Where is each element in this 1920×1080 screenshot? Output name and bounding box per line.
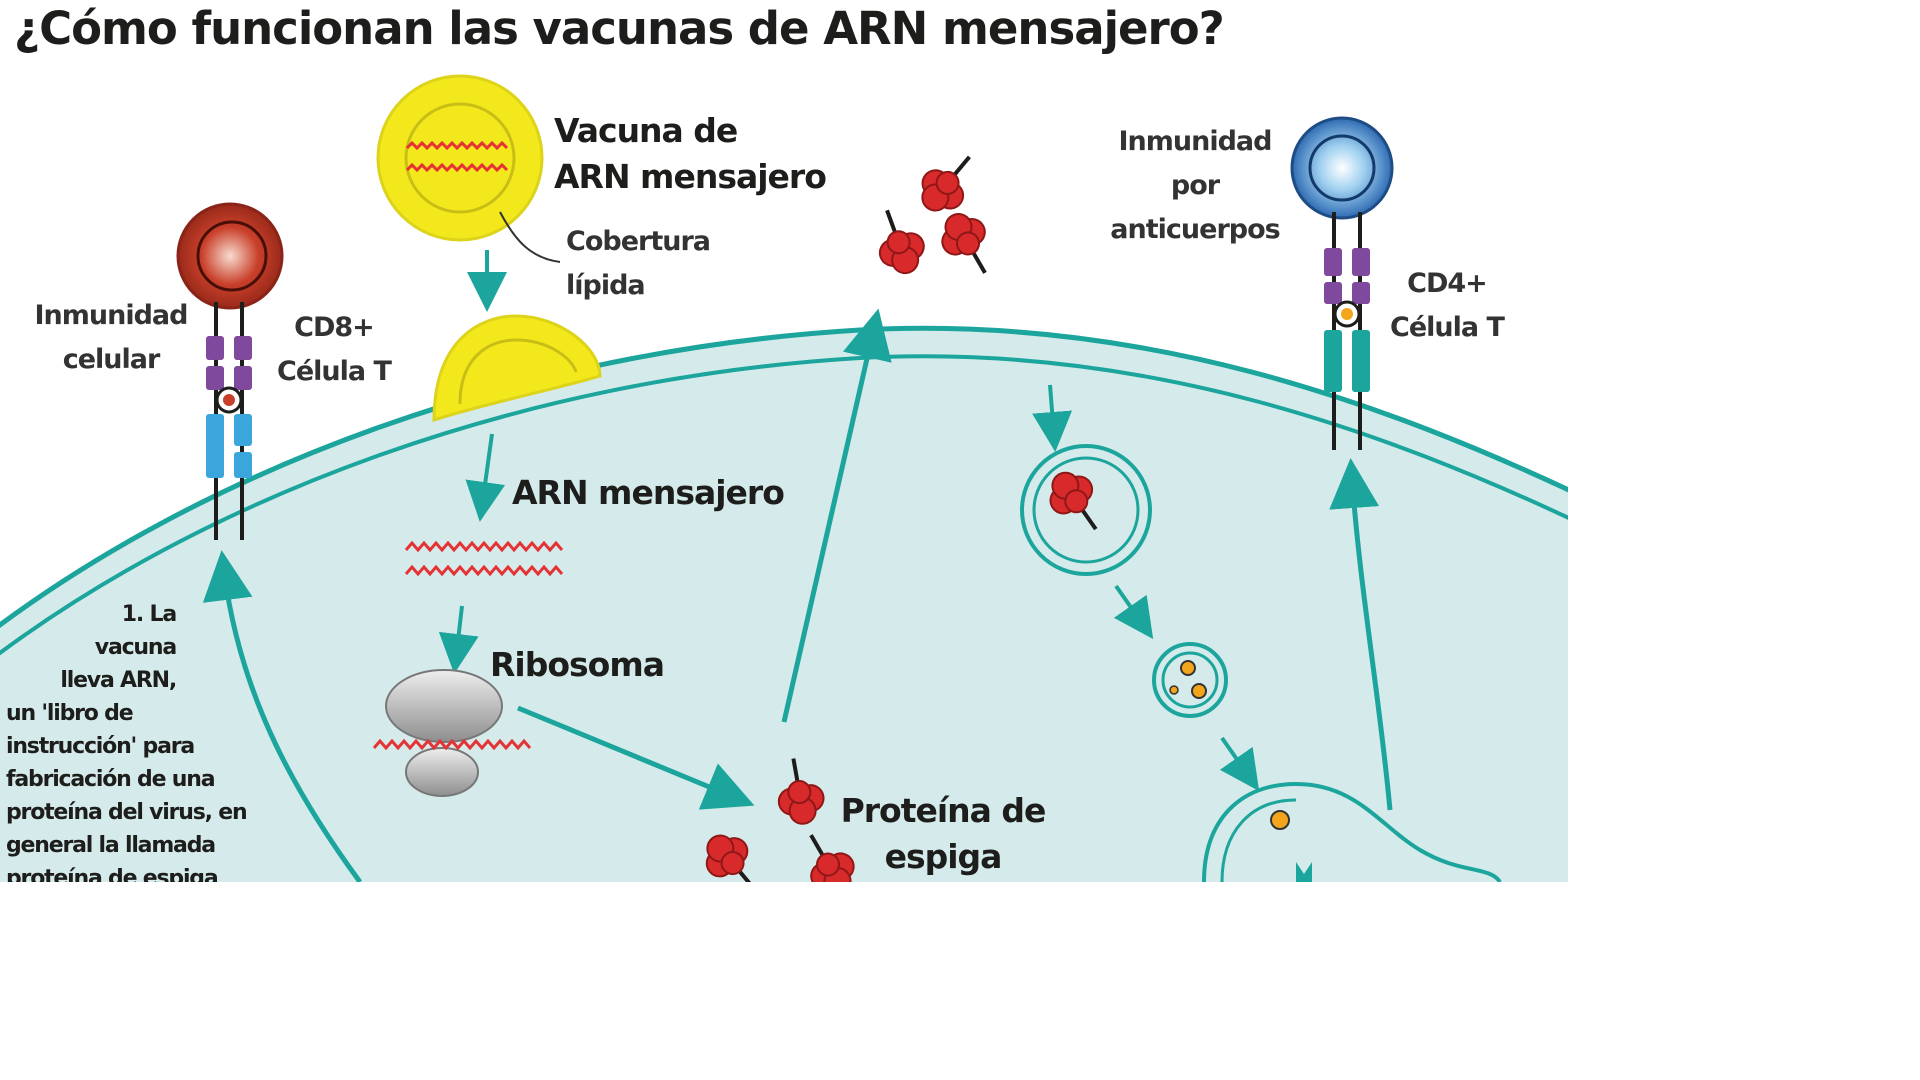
arrow-spike-to-surface [781,308,892,723]
diagram-canvas: ¿Cómo funcionan las vacunas de ARN mensa… [0,0,1568,882]
cd4-t-cell-icon [1290,116,1394,450]
arrow-up-to-cd4 [1329,458,1393,811]
arrow-up-to-cd8 [202,550,363,882]
spike-protein-icon [777,758,825,825]
arrow-mrna-to-ribosome [438,605,479,674]
arrow-surface-to-endosome [1032,384,1073,452]
fusing-vaccine-particle-icon [432,314,602,423]
fragment-vesicle-icon [1152,642,1228,718]
spike-protein-icon [1049,471,1098,531]
mrna-vaccine-particle-icon [376,74,544,242]
arrow-endosome-to-fragments [1113,584,1154,640]
step-1-heading: 1. La vacuna lleva ARN, [60,602,177,693]
ribosome-label: Ribosoma [490,645,665,684]
cd4-label: CD4+ Célula T [1390,268,1505,343]
page-title: ¿Cómo funcionan las vacunas de ARN mensa… [14,2,1225,55]
ribosome-icon [372,669,532,797]
cell-immunity-label: Inmunidad celular [34,300,189,375]
antibody-immunity-label: Inmunidad por anticuerpos [1110,126,1280,245]
mrna-label: ARN mensajero [512,473,785,512]
step-1-caption: 1. La vacuna lleva ARN, un 'libro de ins… [6,598,271,882]
arrow-fragments-to-presentation [1219,736,1260,792]
arrow-ribosome-to-spike [517,705,755,810]
spike-protein-icon [705,834,756,882]
endosome-vesicle-icon [1020,444,1152,576]
step-1-body: un 'libro de instrucción' para fabricaci… [6,701,248,882]
cell-cytoplasm [0,328,1568,882]
spike-protein-label: Proteína de espiga [840,791,1047,876]
spike-protein-group [705,155,1098,882]
cd8-label: CD8+ Célula T [277,312,392,387]
spike-protein-icon [809,834,855,882]
vaccine-label: Vacuna de ARN mensajero [554,111,827,196]
spike-protein-icon [921,155,971,212]
antigen-presenting-vesicle-icon [1202,781,1502,882]
mrna-strand-icon [404,540,564,577]
arrow-enter-cell [465,433,506,522]
mrna-diagram-graphic [0,74,1568,882]
cd8-t-cell-icon [176,202,284,540]
spike-protein-icon [878,209,925,275]
lipid-coat-label: Cobertura lípida [566,226,711,301]
lipid-coat-pointer [499,211,561,263]
spike-protein-icon [941,213,987,274]
